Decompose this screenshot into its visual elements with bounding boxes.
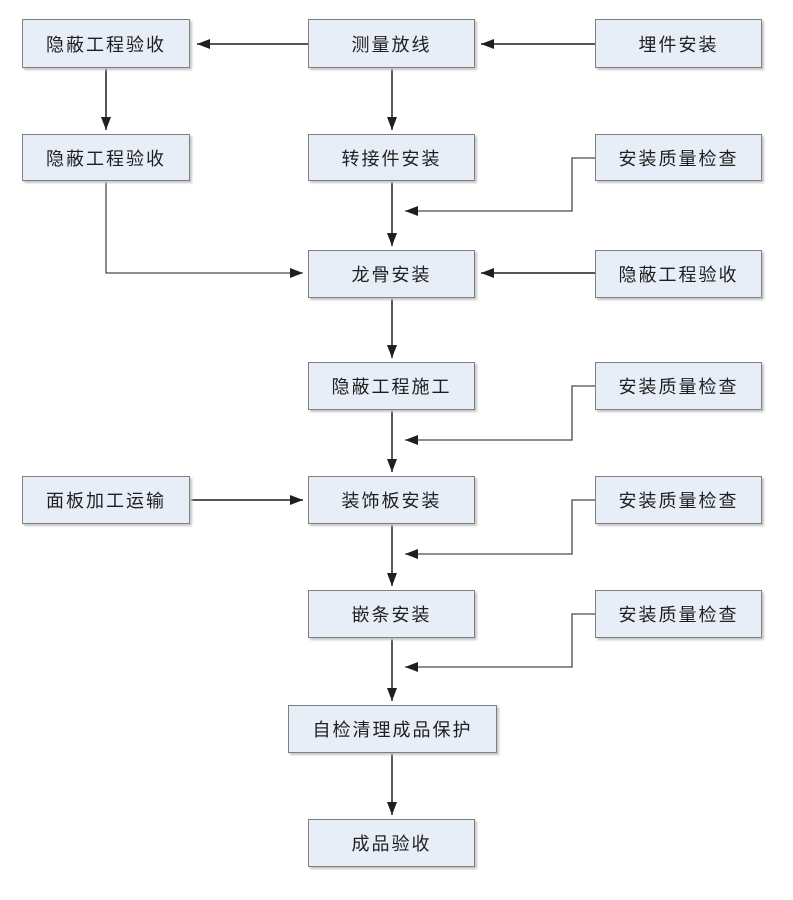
node-decorative-panel-install: 装饰板安装 [308, 476, 475, 524]
node-quality-check-1: 安装质量检查 [595, 134, 762, 181]
node-quality-check-4: 安装质量检查 [595, 590, 762, 638]
edge-quality4-merge [405, 613, 595, 672]
node-panel-processing: 面板加工运输 [22, 476, 190, 524]
edge-hidden-left-to-keel [105, 181, 303, 278]
node-survey-layout: 测量放线 [308, 19, 475, 68]
node-embed-install: 埋件安装 [595, 19, 762, 68]
node-hidden-acceptance-top: 隐蔽工程验收 [22, 19, 190, 68]
node-hidden-work-construction: 隐蔽工程施工 [308, 362, 475, 410]
node-quality-check-3: 安装质量检查 [595, 476, 762, 524]
edge-quality2-merge [405, 385, 595, 445]
edge-quality3-merge [405, 499, 595, 559]
node-trim-install: 嵌条安装 [308, 590, 475, 638]
node-self-check-cleanup: 自检清理成品保护 [288, 705, 497, 753]
node-keel-install: 龙骨安装 [308, 250, 475, 298]
node-hidden-acceptance-left: 隐蔽工程验收 [22, 134, 190, 181]
edge-quality1-merge [405, 157, 595, 216]
node-hidden-acceptance-right: 隐蔽工程验收 [595, 250, 762, 298]
node-quality-check-2: 安装质量检查 [595, 362, 762, 410]
node-finished-acceptance: 成品验收 [308, 819, 475, 867]
node-adapter-install: 转接件安装 [308, 134, 475, 181]
